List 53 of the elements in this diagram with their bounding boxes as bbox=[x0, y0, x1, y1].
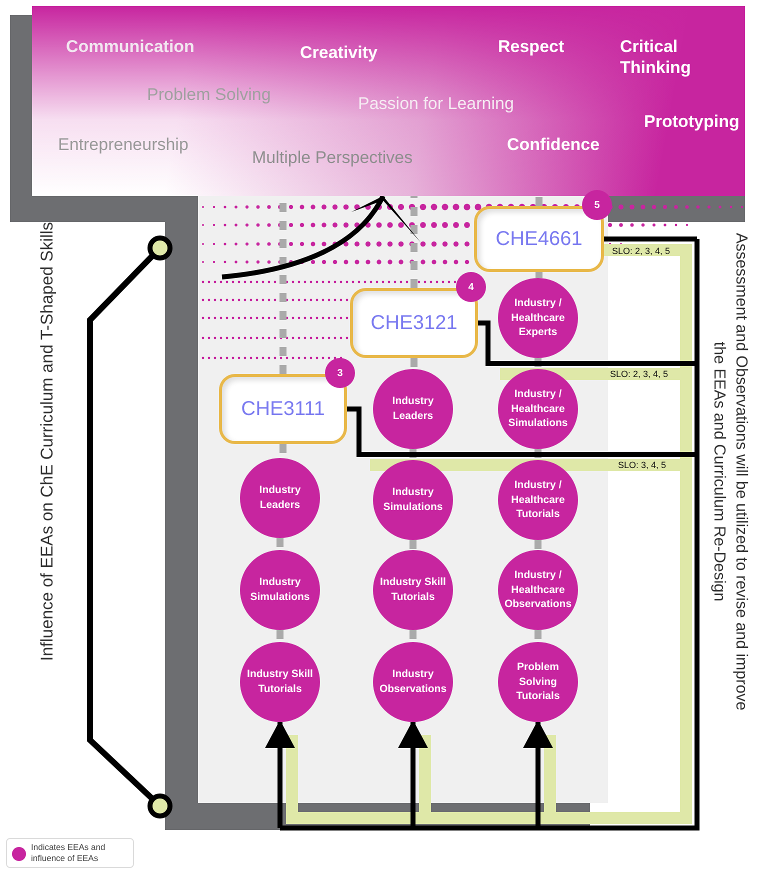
skill-label: Entrepreneurship bbox=[58, 134, 188, 156]
connector-line bbox=[347, 406, 697, 457]
skill-label: Passion for Learning bbox=[358, 93, 514, 114]
activity-label: Industry / Healthcare Tutorials bbox=[510, 478, 566, 522]
activity-label: Industry Simulations bbox=[249, 575, 311, 605]
skill-label: Respect bbox=[498, 36, 564, 58]
activity-label: Industry / Healthcare Simulations bbox=[507, 386, 569, 432]
activity-label: Problem Solving Tutorials bbox=[515, 660, 561, 704]
connector-line bbox=[534, 630, 542, 642]
activity-label: Industry / Healthcare Observations bbox=[503, 568, 573, 612]
activity-label: Industry Leaders bbox=[258, 483, 302, 513]
skill-label: Critical Thinking bbox=[620, 36, 692, 78]
side-note: Assessment and Observations will be utilized to revise and improve the EEAs and Curriculum Re-Design bbox=[710, 232, 751, 712]
activity-label: Industry / Healthcare Experts bbox=[510, 296, 566, 340]
side-note: Influence of EEAs on ChE Curriculum and T-Shaped Skills bbox=[36, 220, 58, 664]
direction-arrow bbox=[222, 194, 418, 280]
arrow bbox=[398, 720, 428, 828]
connector-line bbox=[478, 320, 697, 366]
arrow bbox=[265, 720, 295, 828]
activity-label: Industry Observations bbox=[378, 667, 448, 697]
skill-label: Problem Solving bbox=[147, 84, 271, 106]
connector-line bbox=[534, 449, 542, 460]
activity-label: Industry Skill Tutorials bbox=[246, 667, 314, 697]
course-code: CHE3121 bbox=[370, 312, 458, 334]
connector-line bbox=[534, 358, 542, 369]
activity-label: Industry Simulations bbox=[382, 485, 444, 515]
skill-label: Confidence bbox=[507, 134, 600, 156]
connector-line bbox=[536, 272, 542, 278]
slo-label: SLO: 2, 3, 4, 5 bbox=[610, 246, 672, 256]
connector-line bbox=[410, 540, 416, 550]
skills-banner bbox=[32, 6, 745, 196]
connector-line bbox=[410, 196, 418, 288]
connector-line bbox=[604, 236, 697, 242]
connector-line bbox=[410, 358, 418, 369]
connector-line bbox=[534, 540, 542, 550]
skill-label: Communication bbox=[66, 36, 194, 58]
course-box bbox=[350, 288, 478, 358]
connector-line bbox=[410, 630, 416, 642]
arrow bbox=[523, 720, 553, 828]
skill-label: Creativity bbox=[300, 42, 378, 64]
skill-label: Prototyping bbox=[644, 111, 740, 132]
activity-label: Industry Leaders bbox=[391, 394, 435, 424]
connector-line bbox=[410, 449, 416, 460]
course-code: CHE4661 bbox=[496, 228, 582, 250]
slo-label: SLO: 2, 3, 4, 5 bbox=[608, 369, 670, 379]
activity-label: Industry Skill Tutorials bbox=[379, 575, 447, 605]
legend-text: Indicates EEAs and influence of EEAs bbox=[31, 842, 106, 864]
connector-line bbox=[276, 630, 284, 642]
slo-label: SLO: 3, 4, 5 bbox=[616, 460, 668, 470]
connector-line bbox=[536, 196, 542, 206]
course-code: CHE3111 bbox=[241, 398, 325, 420]
connector-line bbox=[276, 538, 284, 550]
skill-label: Multiple Perspectives bbox=[252, 147, 413, 168]
